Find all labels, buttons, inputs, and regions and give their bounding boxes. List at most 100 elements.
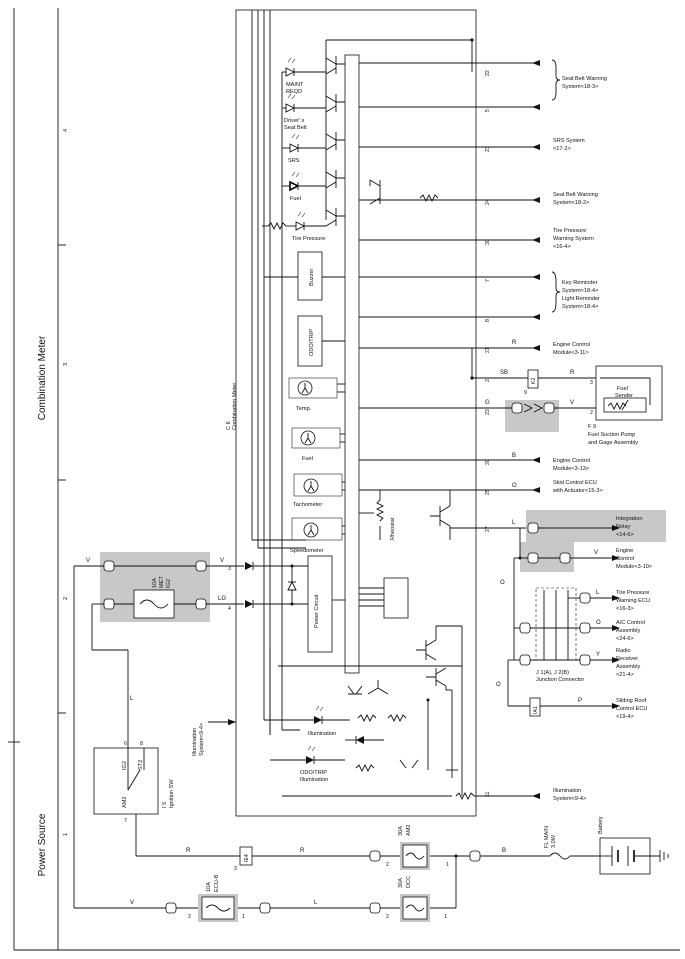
svg-text:10A: 10A — [152, 578, 158, 588]
indicator-label-3: SRS — [288, 158, 300, 164]
svg-text:<19-4>: <19-4> — [616, 714, 634, 720]
indicator-label-1b: REQD — [286, 89, 302, 95]
svg-text:23: 23 — [485, 409, 491, 415]
svg-text:L: L — [130, 696, 134, 702]
transistor-pin27 — [430, 490, 540, 540]
svg-text:5: 5 — [485, 109, 491, 112]
svg-text:B: B — [512, 453, 516, 459]
svg-text:Relay: Relay — [616, 524, 631, 530]
small-ic-box — [383, 577, 409, 619]
svg-text:Temp.: Temp. — [296, 406, 312, 412]
k2-connector — [527, 369, 539, 389]
rheostat: Rheostat — [359, 490, 396, 540]
svg-text:Y: Y — [596, 652, 600, 658]
target-8-l2: with Actuator<15-3> — [552, 488, 603, 494]
target-3-l2: Warning System — [553, 236, 594, 242]
sliding-roof-wiring: IA1 P Sliding Roof Control ECU <19-4> — [508, 697, 647, 720]
svg-text:22: 22 — [485, 70, 491, 76]
svg-text:Control: Control — [616, 556, 634, 562]
svg-text:IA1: IA1 — [533, 706, 539, 714]
svg-text:and Gage Assembly: and Gage Assembly — [588, 440, 638, 446]
target-3-l3: <16-4> — [553, 244, 571, 250]
ignition-switch: IG2 ST2 AM2 6 8 7 I 5 Ignition SW — [93, 741, 240, 857]
right-arrows — [532, 60, 540, 493]
k2-wiring: K2 SB R R 9 3 — [470, 340, 600, 396]
meter-name: Combination Meter — [232, 383, 238, 430]
target-5-l1: Light Reminder — [562, 296, 600, 302]
svg-text:Ignition SW: Ignition SW — [169, 779, 175, 808]
meter-code: C 6 — [226, 421, 232, 430]
svg-text:Engine: Engine — [616, 548, 633, 554]
svg-text:3.0W: 3.0W — [551, 834, 557, 848]
svg-text:R: R — [186, 848, 191, 854]
lower-circuits: Illumination ODO/TRIP Illumination Illum… — [264, 625, 586, 802]
meter-top-bus — [325, 38, 474, 220]
svg-text:30: 30 — [485, 239, 491, 245]
svg-text:V: V — [570, 400, 574, 406]
indicator-fuel: Fuel — [282, 171, 326, 202]
indicator-tire-pressure: Tire Pressure — [262, 211, 326, 242]
target-16-l2: System<9-4> — [553, 796, 586, 802]
indicator-label-2b: Seat Belt — [284, 125, 307, 131]
svg-text:21: 21 — [485, 347, 491, 353]
svg-text:R: R — [512, 340, 517, 346]
svg-text:2: 2 — [386, 914, 389, 920]
indicator-label-5: Tire Pressure — [292, 236, 325, 242]
svg-text:2: 2 — [485, 379, 491, 382]
gauge-temp: Temp. — [288, 377, 338, 412]
svg-text:Integration: Integration — [616, 516, 642, 522]
svg-text:6: 6 — [124, 741, 127, 747]
target-3-l1: Tire Pressure — [553, 228, 586, 234]
svg-text:O: O — [512, 483, 517, 489]
indicator-label-4: Fuel — [290, 196, 301, 202]
meter-pin-lines — [359, 62, 540, 491]
svg-text:ST2: ST2 — [138, 760, 144, 770]
ruler-label-3: 3 — [63, 363, 69, 366]
section-combination-meter: Combination Meter — [37, 335, 48, 420]
ruler-label-4: 4 — [63, 129, 69, 132]
svg-text:MET: MET — [159, 576, 165, 588]
target-0-l1: Seat Belt Warning — [562, 76, 607, 82]
target-7-l2: Module<3-13> — [553, 466, 589, 472]
svg-text:8: 8 — [485, 319, 491, 322]
svg-text:3: 3 — [590, 380, 593, 386]
meter-internal-rails — [251, 10, 306, 735]
svg-text:V: V — [594, 550, 598, 556]
fuel-sender: Fuel Sender F 9 Fuel Suction Pump and Ga… — [588, 365, 663, 446]
target-8-l1: Skid Control ECU — [553, 480, 597, 486]
ruler: 4 3 2 1 — [58, 129, 69, 836]
svg-text:P: P — [578, 698, 582, 704]
svg-text:DCC: DCC — [406, 876, 412, 888]
svg-text:8: 8 — [140, 741, 143, 747]
svg-text:LG: LG — [218, 596, 226, 602]
gauge-fuel: Fuel — [291, 427, 341, 462]
indicator-seat-belt: Driver' s Seat Belt — [282, 93, 326, 131]
seat-belt-transistor — [369, 179, 439, 205]
svg-text:I 5: I 5 — [162, 802, 168, 808]
target-1-l2: <17-2> — [553, 146, 571, 152]
svg-text:1: 1 — [444, 914, 447, 920]
svg-text:AM2: AM2 — [406, 824, 412, 836]
integration-relay-area: Integration Relay <14-6> V Engine Contro… — [500, 510, 666, 628]
svg-text:Tachometer: Tachometer — [293, 502, 322, 508]
g-wire-shaded: G V 2 — [359, 400, 596, 432]
svg-text:Warning ECU: Warning ECU — [616, 598, 650, 604]
ruler-label-1: 1 — [63, 833, 69, 836]
svg-text:SB: SB — [500, 370, 508, 376]
svg-text:L: L — [596, 590, 600, 596]
indicator-srs: SRS — [282, 133, 326, 164]
svg-text:Assembly: Assembly — [616, 628, 640, 634]
svg-text:27: 27 — [485, 526, 491, 532]
svg-text:Tire Pressure: Tire Pressure — [616, 590, 649, 596]
svg-text:2: 2 — [188, 914, 191, 920]
svg-text:2: 2 — [386, 862, 389, 868]
svg-text:Control ECU: Control ECU — [616, 706, 647, 712]
svg-text:9: 9 — [524, 390, 527, 396]
svg-text:25: 25 — [485, 489, 491, 495]
buzzer-label: Buzzer — [309, 268, 315, 286]
met-ig2-fuse-area: 10A MET IG2 V LG V L — [73, 552, 236, 908]
gauge-speedometer: Speedometer — [290, 517, 343, 554]
svg-text:Fuel: Fuel — [302, 456, 313, 462]
indicator-label-2a: Driver' s — [284, 118, 305, 124]
